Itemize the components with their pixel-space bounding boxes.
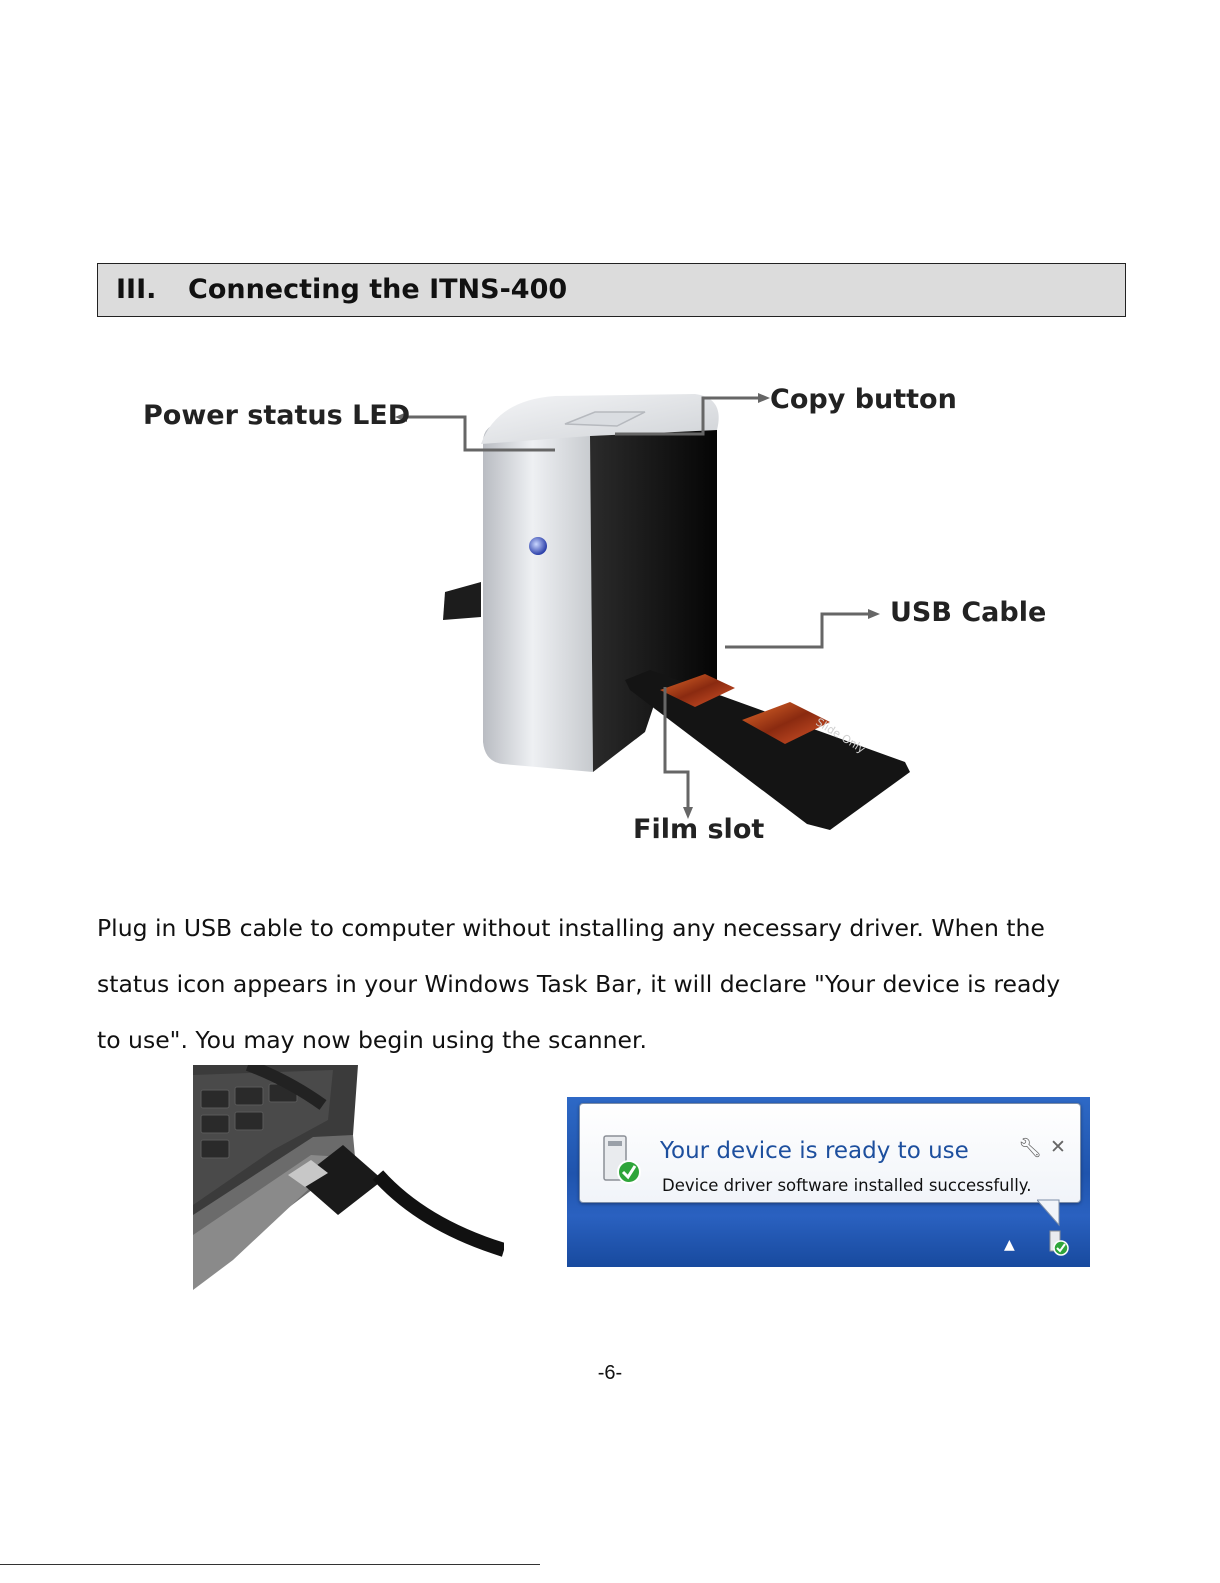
laptop-usb-illustration: [193, 1065, 504, 1295]
show-hidden-icons-arrow-icon[interactable]: ▲: [1004, 1237, 1015, 1253]
usb-plug-photo: [193, 1065, 504, 1295]
paragraph-line-3: to use". You may now begin using the sca…: [97, 1026, 647, 1054]
film-slot-leader: [663, 687, 690, 812]
section-title: Connecting the ITNS-400: [188, 274, 568, 305]
callout-power-status-led: Power status LED: [143, 400, 411, 431]
slide-frame-2: [742, 702, 830, 744]
balloon-tail: [1037, 1199, 1060, 1227]
film-holder: [625, 670, 910, 830]
callout-copy-button: Copy button: [770, 384, 957, 415]
instructions-paragraph: Plug in USB cable to computer without in…: [97, 900, 1107, 1068]
scanner-front: [483, 418, 593, 772]
close-icon[interactable]: ✕: [1050, 1136, 1066, 1158]
usb-cable-leader: [725, 612, 873, 649]
section-number: III.: [116, 274, 157, 305]
wrench-icon[interactable]: 🔧︎: [1018, 1137, 1043, 1159]
paragraph-line-2: status icon appears in your Windows Task…: [97, 970, 1061, 998]
paragraph-line-1: Plug in USB cable to computer without in…: [97, 914, 1045, 942]
section-heading: III. Connecting the ITNS-400: [97, 263, 1126, 317]
callout-arrowheads: [395, 393, 880, 819]
notification-balloon: Your device is ready to use Device drive…: [579, 1103, 1081, 1203]
scanner-illustration: Slide Only: [395, 393, 910, 830]
callout-lines: [400, 396, 873, 812]
copy-button-shape: [564, 411, 646, 427]
copy-button-leader: [615, 396, 763, 436]
notification-message: Device driver software installed success…: [662, 1176, 1032, 1195]
callout-film-slot: Film slot: [633, 814, 765, 845]
bottom-rule: [0, 1564, 540, 1565]
power-led: [529, 537, 547, 555]
windows-notification-screenshot: Your device is ready to use Device drive…: [567, 1097, 1090, 1267]
device-tray-icon[interactable]: [1045, 1229, 1071, 1257]
scanner-diagram: Slide Only Power status LED Copy button …: [125, 372, 1055, 867]
callout-usb-cable: USB Cable: [890, 597, 1047, 628]
page-number: -6-: [597, 1362, 623, 1384]
rear-film-holder: [443, 582, 481, 620]
notification-title: Your device is ready to use: [660, 1138, 969, 1164]
power-led-leader: [400, 415, 555, 452]
slide-frame-1: [660, 674, 735, 707]
device-icon: [603, 1135, 641, 1184]
